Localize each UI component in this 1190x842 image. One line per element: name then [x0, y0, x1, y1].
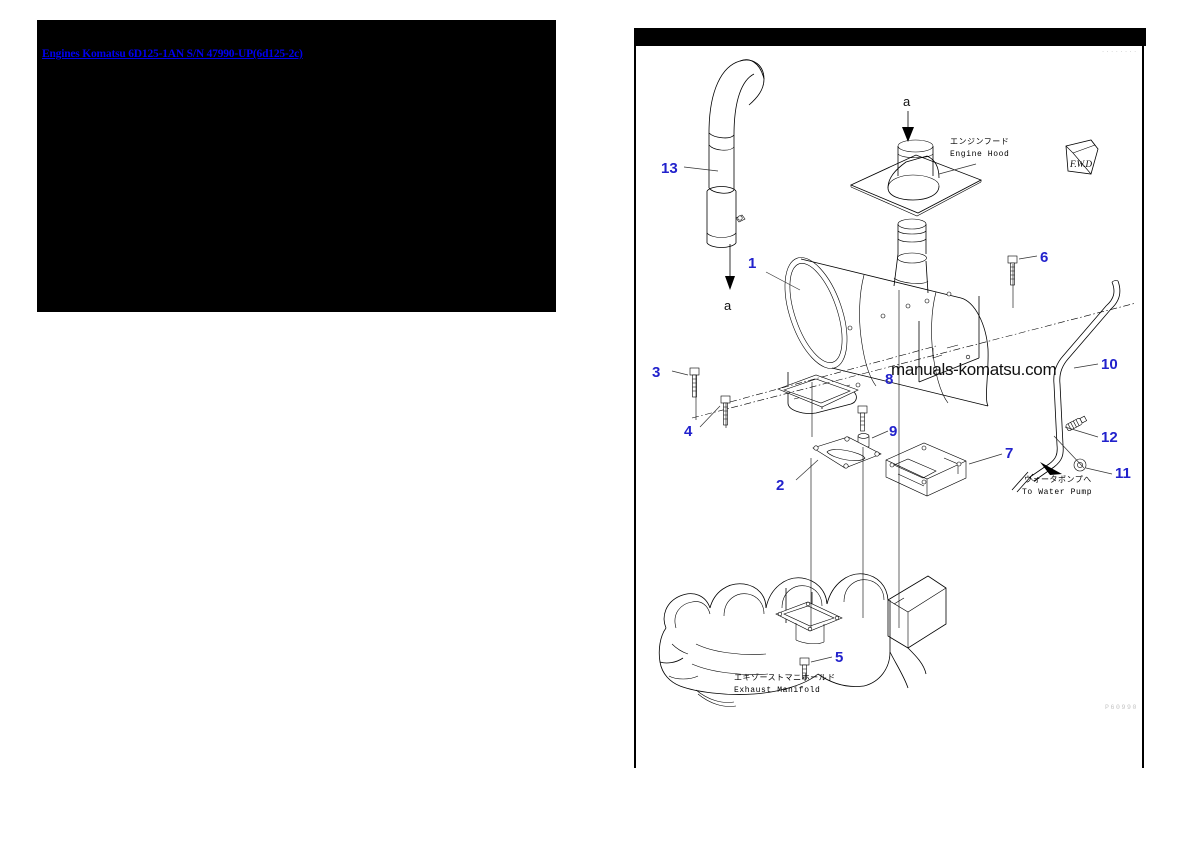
caption-exhaust-manifold-en: Exhaust Manifold [734, 686, 820, 695]
fwd-orientation-marker: F.W.D [1065, 139, 1099, 175]
caption-exhaust-manifold-jp: エキゾーストマニホールド [734, 673, 836, 682]
letter-callout-a-lower: a [724, 298, 732, 313]
callout-2: 2 [776, 477, 784, 494]
part-engine-hood: a エンジンフード Engine Hood [850, 94, 1009, 217]
part-muffler: 1 [748, 218, 989, 414]
callout-9: 9 [889, 423, 897, 440]
callout-11: 11 [1115, 465, 1131, 482]
document-preview-panel: Engines Komatsu 6D125-1AN S/N 47990-UP(6… [37, 20, 556, 312]
callout-8: 8 [885, 371, 893, 388]
caption-engine-hood-jp: エンジンフード [950, 137, 1009, 146]
fwd-label: F.W.D [1069, 159, 1093, 169]
callout-13: 13 [661, 160, 678, 177]
callout-12: 12 [1101, 429, 1118, 446]
diagram-top-black-bar [636, 28, 1146, 46]
callout-7: 7 [1005, 445, 1013, 462]
part-bolt-3: 3 [652, 364, 700, 398]
part-bracket-7: 7 [885, 442, 1013, 497]
assembly-axis-lines [691, 302, 1137, 419]
callout-1: 1 [748, 255, 756, 272]
exploded-parts-drawing: a 13 [652, 59, 1137, 707]
part-gasket-2: 2 [776, 436, 882, 494]
part-clamp-12: 12 [1064, 415, 1118, 446]
callout-5: 5 [835, 649, 843, 666]
part-bolt-4: 4 [684, 395, 731, 440]
letter-callout-a-upper: a [903, 94, 911, 109]
part-bolt-6: 6 [1007, 249, 1048, 286]
caption-engine-hood-en: Engine Hood [950, 150, 1009, 159]
callout-4: 4 [684, 423, 693, 440]
sheet-code-bottom: P60990 [1104, 704, 1138, 711]
callout-3: 3 [652, 364, 660, 381]
parts-diagram-sheet: ........ P60990 [634, 28, 1146, 768]
part-bolt-8: 8 [857, 371, 893, 432]
caption-water-pump-jp: ウォータポンプへ [1024, 475, 1092, 484]
callout-6: 6 [1040, 249, 1048, 266]
part-tube-10: 10 [1029, 280, 1121, 482]
alignment-drop-lines [695, 264, 1014, 628]
caption-to-water-pump: ウォータポンプへ To Water Pump [1011, 462, 1092, 497]
callout-10: 10 [1101, 356, 1118, 373]
sheet-code-top: ........ [1101, 47, 1138, 54]
part-nut-11: 11 [1053, 435, 1131, 482]
document-title-link[interactable]: Engines Komatsu 6D125-1AN S/N 47990-UP(6… [42, 48, 303, 60]
part-exhaust-pipe: a 13 [661, 59, 765, 313]
part-spacer-9: 9 [857, 423, 897, 448]
part-bolt-5: 5 [799, 649, 843, 680]
caption-exhaust-manifold: エキゾーストマニホールド Exhaust Manifold [695, 673, 836, 707]
site-watermark: manuals-komatsu.com [891, 360, 1057, 379]
caption-water-pump-en: To Water Pump [1022, 488, 1092, 497]
